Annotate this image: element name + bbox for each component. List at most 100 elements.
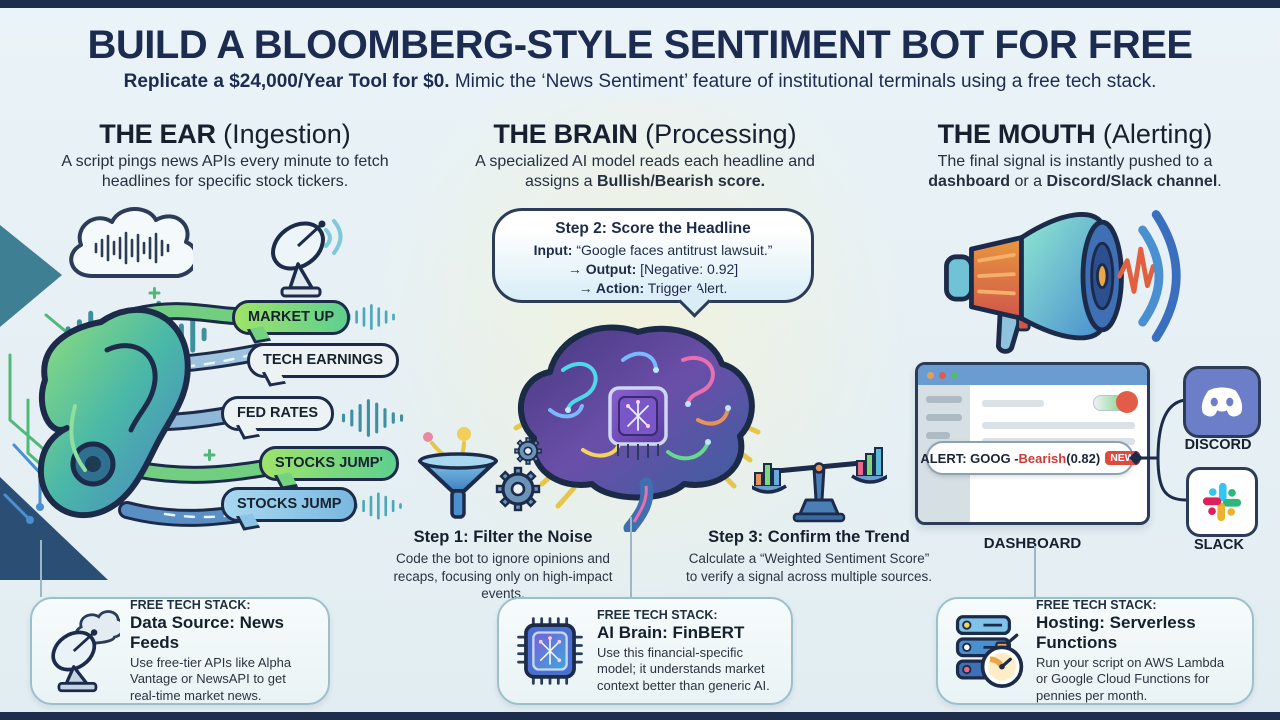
tech-card-title: Hosting: Serverless Functions	[1036, 612, 1196, 652]
tech-card-body: FREE TECH STACK: Hosting: Serverless Fun…	[1036, 598, 1238, 705]
step3-text: Calculate a “Weighted Sentiment Score” t…	[685, 551, 933, 584]
brain-title-bold: THE BRAIN	[493, 119, 638, 149]
page-subtitle: Replicate a $24,000/Year Tool for $0. Mi…	[0, 71, 1280, 93]
step1-block: Step 1: Filter the Noise Code the bot to…	[383, 528, 623, 603]
step3-title: Step 3: Confirm the Trend	[708, 528, 910, 546]
sound-wave-icon	[352, 489, 410, 523]
sound-wave-icon	[345, 300, 403, 334]
ticker-bubble: STOCKS JUMP'	[259, 446, 399, 481]
tech-card-heading: FREE TECH STACK:	[130, 597, 251, 612]
mouth-desc-bold2: Discord/Slack channel	[1046, 173, 1218, 191]
sidebar-placeholder	[926, 396, 962, 403]
callout-title: Step 2: Score the Headline	[555, 220, 751, 237]
tech-card-text: Use free-tier APIs like Alpha Vantage or…	[130, 654, 292, 703]
sidebar-placeholder	[926, 432, 950, 439]
window-dot-icon	[939, 371, 946, 379]
ai-chip-icon	[513, 608, 587, 694]
ticker-bubble: FED RATES	[221, 396, 335, 431]
toggle-switch	[1093, 391, 1138, 413]
alert-connector-lines	[1128, 360, 1198, 560]
sound-wave-icon	[338, 396, 414, 440]
ticker-bubble: TECH EARNINGS	[247, 343, 400, 378]
cloud-waveform-icon	[58, 200, 193, 295]
content-placeholder	[982, 399, 1044, 407]
ai-brain-illustration	[488, 310, 788, 532]
connector-line	[630, 517, 632, 597]
content-placeholder	[982, 422, 1135, 429]
callout-output-label: → Output:	[567, 260, 637, 277]
callout-action-value: Trigger Alert.	[644, 279, 728, 296]
callout-output-line: → Output: [Negative: 0.92]	[495, 260, 811, 279]
subtitle-bold: Replicate a $24,000/Year Tool for $0.	[123, 71, 450, 92]
brain-desc-pre: A specialized AI model reads each headli…	[475, 153, 815, 191]
window-dot-icon	[927, 371, 934, 379]
subtitle-rest: Mimic the ‘News Sentiment’ feature of in…	[449, 71, 1157, 92]
tech-card-body: FREE TECH STACK: Data Source: News Feeds…	[130, 598, 314, 705]
column-title-ear: THE EAR (Ingestion)	[30, 119, 420, 150]
brain-desc-bold: Bullish/Bearish score.	[596, 173, 766, 191]
step1-title: Step 1: Filter the Noise	[413, 528, 593, 546]
alert-notification: ALERT: GOOG - Bearish (0.82) NEW	[920, 441, 1140, 475]
ticker-bubble: MARKET UP	[232, 300, 351, 335]
ear-description: A script pings news APIs every minute to…	[61, 153, 389, 191]
window-dot-icon	[951, 371, 958, 379]
column-title-brain: THE BRAIN (Processing)	[450, 119, 840, 150]
mouth-title-bold: THE MOUTH	[937, 119, 1096, 149]
discord-label: DISCORD	[1184, 437, 1252, 453]
ear-title-bold: THE EAR	[99, 119, 216, 149]
alert-score: (0.82)	[1066, 450, 1101, 466]
step3-block: Step 3: Confirm the Trend Calculate a “W…	[685, 528, 933, 585]
connector-line	[40, 540, 42, 597]
mouth-desc-mid: or a	[1010, 173, 1047, 191]
satellite-dish-icon	[262, 208, 347, 303]
satellite-dish-icon	[46, 608, 120, 694]
tech-card-title: Data Source: News Feeds	[130, 612, 284, 652]
tech-stack-card-ai-brain: FREE TECH STACK: AI Brain: FinBERT Use t…	[497, 597, 793, 705]
callout-action-label: → Action:	[578, 279, 645, 296]
score-callout-bubble: Step 2: Score the Headline Input: “Googl…	[492, 208, 814, 303]
slack-label: SLACK	[1194, 537, 1244, 553]
tech-stack-card-hosting: FREE TECH STACK: Hosting: Serverless Fun…	[936, 597, 1254, 705]
content-header-row	[982, 391, 1138, 413]
connector-line	[1034, 546, 1036, 597]
callout-input-label: Input:	[533, 242, 573, 258]
step1-text: Code the bot to ignore opinions and reca…	[393, 551, 613, 602]
megaphone-illustration	[933, 198, 1183, 356]
bottom-border-strip	[0, 712, 1280, 720]
slack-icon	[1186, 467, 1258, 537]
tech-card-title: AI Brain: FinBERT	[597, 622, 745, 642]
ear-title-rest: (Ingestion)	[215, 119, 351, 149]
tech-card-heading: FREE TECH STACK:	[1036, 597, 1157, 612]
tech-stack-card-data-source: FREE TECH STACK: Data Source: News Feeds…	[30, 597, 330, 705]
alert-prefix: ALERT: GOOG -	[920, 450, 1019, 466]
callout-input-value: “Google faces antitrust lawsuit.”	[572, 242, 773, 258]
browser-titlebar	[918, 365, 1147, 385]
ticker-bubble: STOCKS JUMP	[221, 487, 358, 522]
callout-output-value: [Negative: 0.92]	[636, 260, 739, 277]
mouth-desc-bold1: dashboard	[928, 173, 1011, 191]
filter-funnel-icon	[412, 425, 547, 525]
new-badge: NEW	[1105, 450, 1140, 466]
callout-action-line: → Action: Trigger Alert.	[495, 279, 811, 298]
tech-card-text: Use this financial-specific model; it un…	[597, 644, 770, 693]
page-title: BUILD A BLOOMBERG-STYLE SENTIMENT BOT FO…	[87, 23, 1193, 67]
mouth-description: The final signal is instantly pushed to …	[900, 152, 1250, 193]
alert-sentiment: Bearish	[1018, 450, 1067, 466]
dashboard-browser-mockup: ALERT: GOOG - Bearish (0.82) NEW	[915, 362, 1150, 525]
sidebar-placeholder	[926, 414, 962, 421]
brain-title-rest: (Processing)	[637, 119, 797, 149]
tech-card-text: Run your script on AWS Lambda or Google …	[1036, 654, 1225, 703]
balance-scale-icon	[752, 428, 887, 526]
top-border-strip	[0, 0, 1280, 8]
column-title-mouth: THE MOUTH (Alerting)	[880, 119, 1270, 150]
brain-description: A specialized AI model reads each headli…	[470, 152, 820, 193]
mouth-desc-pre: The final signal is instantly pushed to …	[937, 153, 1213, 170]
server-stopwatch-icon	[952, 608, 1026, 694]
discord-icon	[1183, 366, 1261, 438]
mouth-desc-end: .	[1217, 173, 1222, 191]
tech-card-heading: FREE TECH STACK:	[597, 607, 718, 622]
dashboard-label: DASHBOARD	[983, 535, 1082, 552]
tech-card-body: FREE TECH STACK: AI Brain: FinBERT Use t…	[597, 608, 777, 695]
callout-input-line: Input: “Google faces antitrust lawsuit.”	[495, 241, 811, 260]
